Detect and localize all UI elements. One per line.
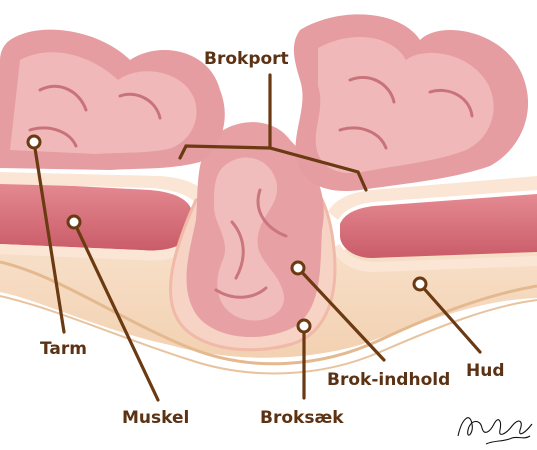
- muskel-dot: [68, 216, 80, 228]
- artist-signature: [458, 418, 532, 444]
- label-broksaek: Broksæk: [260, 408, 344, 428]
- label-hud: Hud: [466, 361, 505, 381]
- muscle-right: [340, 194, 537, 258]
- label-tarm: Tarm: [40, 339, 87, 359]
- label-brokport: Brokport: [204, 49, 289, 69]
- label-muskel: Muskel: [122, 408, 189, 428]
- label-brok-indhold: Brok-indhold: [327, 370, 450, 390]
- brok-indhold-dot: [292, 262, 304, 274]
- hud-dot: [414, 278, 426, 290]
- broksaek-dot: [298, 320, 310, 332]
- tarm-dot: [28, 136, 40, 148]
- muscle-left: [0, 182, 192, 251]
